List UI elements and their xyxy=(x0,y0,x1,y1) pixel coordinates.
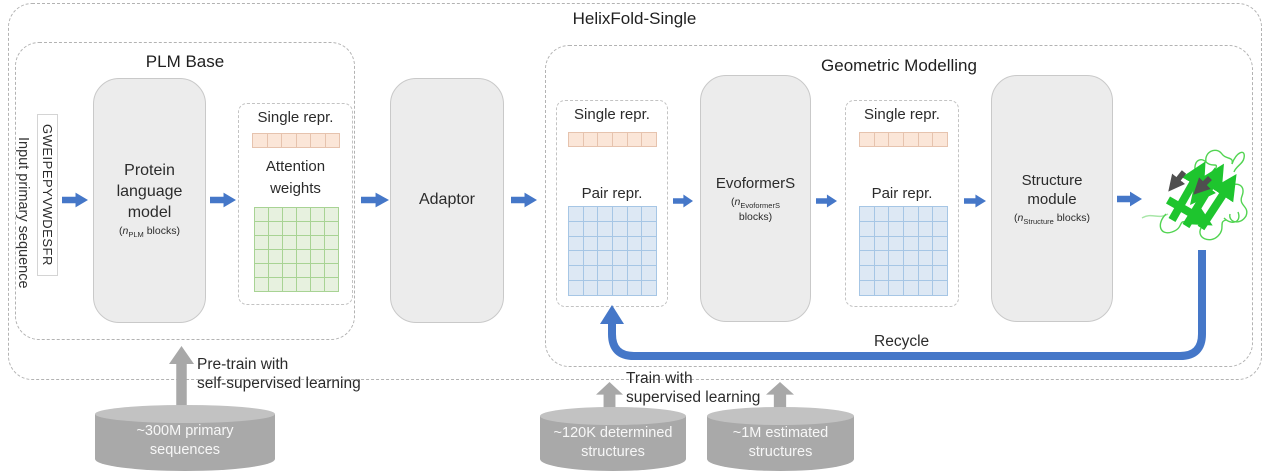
pair-repr-grid xyxy=(568,206,657,296)
cylinder-top xyxy=(707,407,854,425)
protein-language-model-box: Protein language model (nPLM blocks) xyxy=(93,78,206,323)
geometric-modelling-title: Geometric Modelling xyxy=(821,56,977,75)
recycle-label: Recycle xyxy=(874,333,930,350)
plm-output-box: Single repr. Attention weights xyxy=(238,103,353,305)
dataset-primary-sequences: ~300M primary sequences xyxy=(95,405,275,471)
cylinder-top xyxy=(540,407,686,425)
adaptor-box: Adaptor xyxy=(390,78,504,323)
adaptor-label: Adaptor xyxy=(418,191,476,209)
sequence-box: GWEIPEPYVWDESFR xyxy=(37,114,58,276)
geometric-modelling-box xyxy=(545,45,1253,367)
plm-blocks-label: (nPLM blocks) xyxy=(119,225,180,240)
dataset-label: ~120K determined structures xyxy=(553,425,673,460)
outer-dashed-box xyxy=(8,3,1262,380)
figure-title: HelixFold-Single xyxy=(572,9,697,28)
single-repr-label: Single repr. xyxy=(864,106,940,123)
plm-base-title: PLM Base xyxy=(145,52,225,71)
input-primary-sequence-label: Input primary sequence xyxy=(15,136,31,289)
attention-weights-grid xyxy=(254,207,339,292)
evoformers-label: EvoformerS xyxy=(715,175,796,193)
cylinder-top xyxy=(95,405,275,423)
single-repr-grid xyxy=(252,133,340,148)
single-repr-grid xyxy=(568,132,657,147)
repr-box-2: Single repr. Pair repr. xyxy=(845,100,959,307)
attention-weights-label: Attention weights xyxy=(265,158,326,197)
repr-box-1: Single repr. Pair repr. xyxy=(556,100,668,307)
cylinder-body xyxy=(540,416,686,471)
pair-repr-label: Pair repr. xyxy=(581,185,643,202)
cylinder-body xyxy=(707,416,854,471)
cylinder-body xyxy=(95,414,275,471)
dataset-determined-structures: ~120K determined structures xyxy=(540,407,686,471)
sequence-text: GWEIPEPYVWDESFR xyxy=(40,124,55,266)
train-label: Train with supervised learning xyxy=(626,370,761,406)
single-repr-label: Single repr. xyxy=(574,106,650,123)
plm-model-label: Protein language model xyxy=(116,161,183,221)
single-repr-label: Single repr. xyxy=(257,109,334,126)
pretrain-label: Pre-train with self-supervised learning xyxy=(197,356,361,392)
dataset-label: ~300M primary sequences xyxy=(136,423,234,458)
dataset-estimated-structures: ~1M estimated structures xyxy=(707,407,854,471)
single-repr-grid xyxy=(859,132,948,147)
structure-module-box: Structure module (nStructure blocks) xyxy=(991,75,1113,322)
plm-base-box xyxy=(15,42,355,340)
dataset-label: ~1M estimated structures xyxy=(732,425,829,460)
pair-repr-label: Pair repr. xyxy=(871,185,933,202)
structure-blocks-label: (nStructure blocks) xyxy=(1014,211,1090,226)
structure-module-label: Structure module xyxy=(1021,171,1083,209)
pair-repr-grid xyxy=(859,206,948,296)
